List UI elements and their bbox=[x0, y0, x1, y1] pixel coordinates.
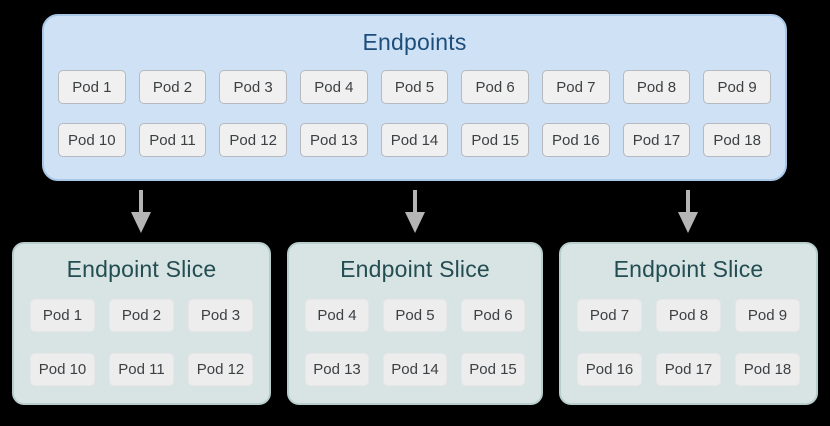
endpoint-slice-title: Endpoint Slice bbox=[613, 256, 764, 282]
pod-item: Pod 4 bbox=[299, 70, 368, 104]
pod-item: Pod 5 bbox=[380, 70, 449, 104]
pod-item: Pod 1 bbox=[30, 299, 95, 332]
arrow-stem bbox=[413, 190, 417, 213]
pod-item: Pod 15 bbox=[461, 353, 525, 386]
endpoints-title: Endpoints bbox=[362, 29, 467, 55]
pod-item: Pod 13 bbox=[305, 353, 369, 386]
pod-item: Pod 6 bbox=[461, 70, 529, 104]
pod-item: Pod 2 bbox=[109, 299, 174, 332]
endpoint-slice-box-3: Endpoint Slice Pod 7 Pod 8 Pod 9 Pod 16 … bbox=[559, 242, 818, 405]
endpoint-slice-box-2: Endpoint Slice Pod 4 Pod 5 Pod 6 Pod 13 … bbox=[287, 242, 543, 405]
pod-item: Pod 11 bbox=[109, 353, 174, 386]
slice-pod-grid: Pod 7 Pod 8 Pod 9 Pod 16 Pod 17 Pod 18 bbox=[577, 299, 800, 386]
pod-item: Pod 18 bbox=[735, 353, 800, 386]
pod-item: Pod 7 bbox=[577, 299, 642, 332]
pod-item: Pod 3 bbox=[219, 70, 287, 104]
pod-item: Pod 11 bbox=[138, 123, 207, 157]
pod-item: Pod 1 bbox=[58, 70, 126, 104]
pod-item: Pod 16 bbox=[577, 353, 642, 386]
arrow-head bbox=[405, 212, 425, 233]
endpoints-pod-grid: Pod 1 Pod 2 Pod 3 Pod 4 Pod 5 Pod 6 Pod … bbox=[58, 70, 771, 157]
slice-pod-grid: Pod 4 Pod 5 Pod 6 Pod 13 Pod 14 Pod 15 bbox=[305, 299, 525, 386]
endpoint-slice-box-1: Endpoint Slice Pod 1 Pod 2 Pod 3 Pod 10 … bbox=[12, 242, 271, 405]
pod-item: Pod 6 bbox=[461, 299, 525, 332]
pod-item: Pod 2 bbox=[138, 70, 207, 104]
pod-item: Pod 13 bbox=[299, 123, 368, 157]
slice-pod-grid: Pod 1 Pod 2 Pod 3 Pod 10 Pod 11 Pod 12 bbox=[30, 299, 253, 386]
arrow-down-icon bbox=[405, 190, 425, 233]
arrow-down-icon bbox=[678, 190, 698, 233]
arrow-head bbox=[131, 212, 151, 233]
pod-item: Pod 5 bbox=[383, 299, 447, 332]
pod-item: Pod 8 bbox=[656, 299, 721, 332]
pod-item: Pod 15 bbox=[461, 123, 529, 157]
pod-item: Pod 12 bbox=[219, 123, 287, 157]
pod-item: Pod 7 bbox=[541, 70, 610, 104]
endpoints-box: Endpoints Pod 1 Pod 2 Pod 3 Pod 4 Pod 5 … bbox=[42, 14, 787, 181]
pod-item: Pod 8 bbox=[622, 70, 691, 104]
pod-item: Pod 14 bbox=[380, 123, 449, 157]
pod-item: Pod 14 bbox=[383, 353, 447, 386]
arrow-down-icon bbox=[131, 190, 151, 233]
pod-item: Pod 18 bbox=[703, 123, 771, 157]
endpoint-slice-title: Endpoint Slice bbox=[340, 256, 490, 282]
pod-item: Pod 17 bbox=[656, 353, 721, 386]
pod-item: Pod 10 bbox=[58, 123, 126, 157]
pod-item: Pod 17 bbox=[622, 123, 691, 157]
pod-item: Pod 9 bbox=[703, 70, 771, 104]
endpoint-slice-title: Endpoint Slice bbox=[66, 256, 217, 282]
pod-item: Pod 9 bbox=[735, 299, 800, 332]
pod-item: Pod 12 bbox=[188, 353, 253, 386]
pod-item: Pod 10 bbox=[30, 353, 95, 386]
arrow-stem bbox=[686, 190, 690, 213]
arrow-head bbox=[678, 212, 698, 233]
arrow-stem bbox=[139, 190, 143, 213]
pod-item: Pod 3 bbox=[188, 299, 253, 332]
pod-item: Pod 4 bbox=[305, 299, 369, 332]
pod-item: Pod 16 bbox=[541, 123, 610, 157]
